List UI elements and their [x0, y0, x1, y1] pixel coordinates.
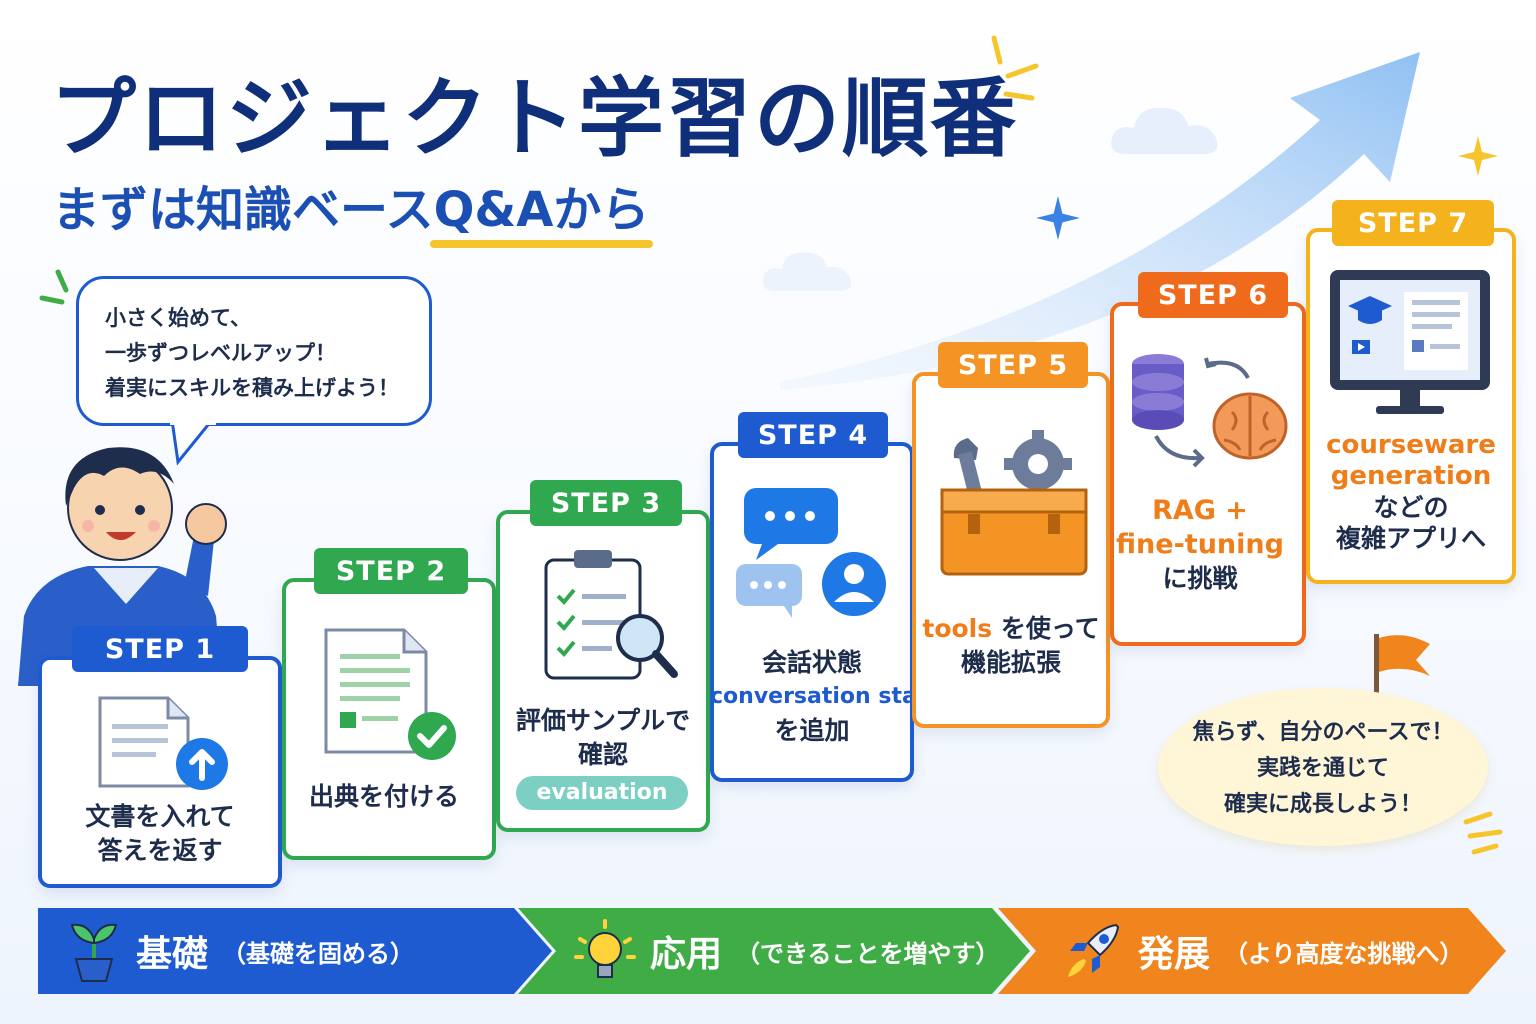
- sparkle-icon: [1036, 196, 1080, 240]
- step-badge-1: STEP 1: [72, 626, 248, 672]
- encouragement-bubble: 焦らず、自分のペースで！ 実践を通じて 確実に成長しよう！: [1158, 688, 1488, 846]
- encouragement-line: 実践を通じて: [1256, 756, 1389, 781]
- evaluation-pill: evaluation: [516, 776, 688, 810]
- speech-bubble: 小さく始めて、 一歩ずつレベルアップ！ 着実にスキルを積み上げよう！: [76, 276, 432, 426]
- step-text-3: 評価サンプルで 確認: [496, 704, 710, 772]
- step-line-english: generation: [1330, 461, 1492, 491]
- encouragement-line: 確実に成長しよう！: [1223, 792, 1422, 817]
- phase-name: 発展: [1138, 934, 1211, 975]
- step-badge-5: STEP 5: [938, 342, 1088, 388]
- bubble-line: 一歩ずつレベルアップ！: [105, 341, 336, 365]
- cloud-icon: [1111, 107, 1218, 154]
- step-line: 確認: [577, 740, 628, 769]
- step-line: 答えを返す: [97, 836, 223, 865]
- document-upload-icon: [98, 696, 228, 790]
- step-line: 複雑アプリへ: [1335, 524, 1486, 553]
- bubble-tail: [170, 420, 216, 466]
- step-line: 評価サンプルで: [515, 706, 691, 735]
- phase-desc: （より高度な挑戦へ）: [1224, 939, 1464, 968]
- sparkle-icon: [1458, 136, 1498, 176]
- step-line: 機能拡張: [960, 648, 1061, 677]
- step-text-4: 会話状態 conversation state を追加: [710, 646, 943, 748]
- step-line-english: fine-tuning: [1116, 529, 1284, 560]
- flag-icon: [1374, 634, 1430, 708]
- step-card-4: [710, 442, 914, 782]
- rocket-icon: [1068, 923, 1120, 977]
- growth-arrow-icon: [780, 52, 1420, 390]
- burst-lines-icon: [991, 35, 1039, 101]
- step-line: 出典を付ける: [308, 782, 459, 811]
- phase-name: 応用: [650, 934, 723, 975]
- tools-highlight: tools: [922, 614, 993, 643]
- step-line: などの: [1373, 493, 1449, 522]
- burst-lines-icon: [1463, 811, 1503, 855]
- encouragement-line: 焦らず、自分のペースで！: [1192, 720, 1454, 745]
- subtitle-prefix: まずは知識ベース: [52, 182, 434, 238]
- burst-lines-icon: [39, 269, 69, 305]
- step-badge-3: STEP 3: [530, 480, 682, 526]
- clipboard-search-icon: [544, 550, 678, 680]
- step-text-5: tools を使って 機能拡張: [912, 612, 1110, 680]
- bubble-line: 小さく始めて、: [105, 306, 251, 330]
- step-badge-2: STEP 2: [314, 548, 468, 594]
- database-brain-icon: [1132, 354, 1288, 468]
- step-line-english: conversation state: [710, 684, 943, 709]
- step-text-1: 文書を入れて 答えを返す: [38, 800, 282, 868]
- step-badge-4: STEP 4: [738, 412, 888, 458]
- document-check-icon: [324, 628, 456, 760]
- cloud-icon: [762, 252, 852, 291]
- step-text-2: 出典を付ける: [282, 780, 486, 814]
- subtitle-highlight: Q&Aから: [433, 182, 650, 238]
- phase-applied: 応用 （できることを増やす）: [574, 908, 1000, 994]
- bubble-line: 着実にスキルを積み上げよう！: [105, 376, 399, 400]
- step-text-7: courseware generation などの 複雑アプリへ: [1306, 430, 1516, 554]
- toolbox-icon: [940, 430, 1088, 576]
- step-badge-6: STEP 6: [1138, 272, 1288, 318]
- step-text-6: RAG + fine-tuning に挑戦: [1102, 494, 1298, 596]
- phase-advanced: 発展 （より高度な挑戦へ）: [1062, 908, 1464, 994]
- page-title: プロジェクト学習の順番: [50, 69, 1018, 169]
- phase-basic: 基礎 （基礎を固める）: [66, 908, 414, 994]
- step-line: 会話状態: [761, 648, 862, 677]
- page-subtitle: まずは知識ベースQ&Aから: [52, 170, 649, 240]
- chat-user-icon: [736, 488, 886, 618]
- phase-name: 基礎: [136, 934, 209, 975]
- plant-icon: [70, 923, 118, 982]
- step-line-english: RAG +: [1152, 495, 1248, 526]
- step-line: に挑戦: [1162, 564, 1238, 593]
- phase-banner-shapes: [38, 908, 1506, 994]
- step-line: を使って: [1000, 614, 1100, 643]
- step-line: 文書を入れて: [85, 802, 235, 831]
- monitor-course-icon: [1330, 270, 1490, 414]
- phase-desc: （基礎を固める）: [222, 939, 415, 968]
- lightbulb-icon: [574, 919, 636, 978]
- step-line: を追加: [774, 716, 850, 745]
- step-line-english: courseware: [1326, 430, 1496, 460]
- phase-desc: （できることを増やす）: [736, 939, 1000, 968]
- step-badge-7: STEP 7: [1332, 200, 1494, 246]
